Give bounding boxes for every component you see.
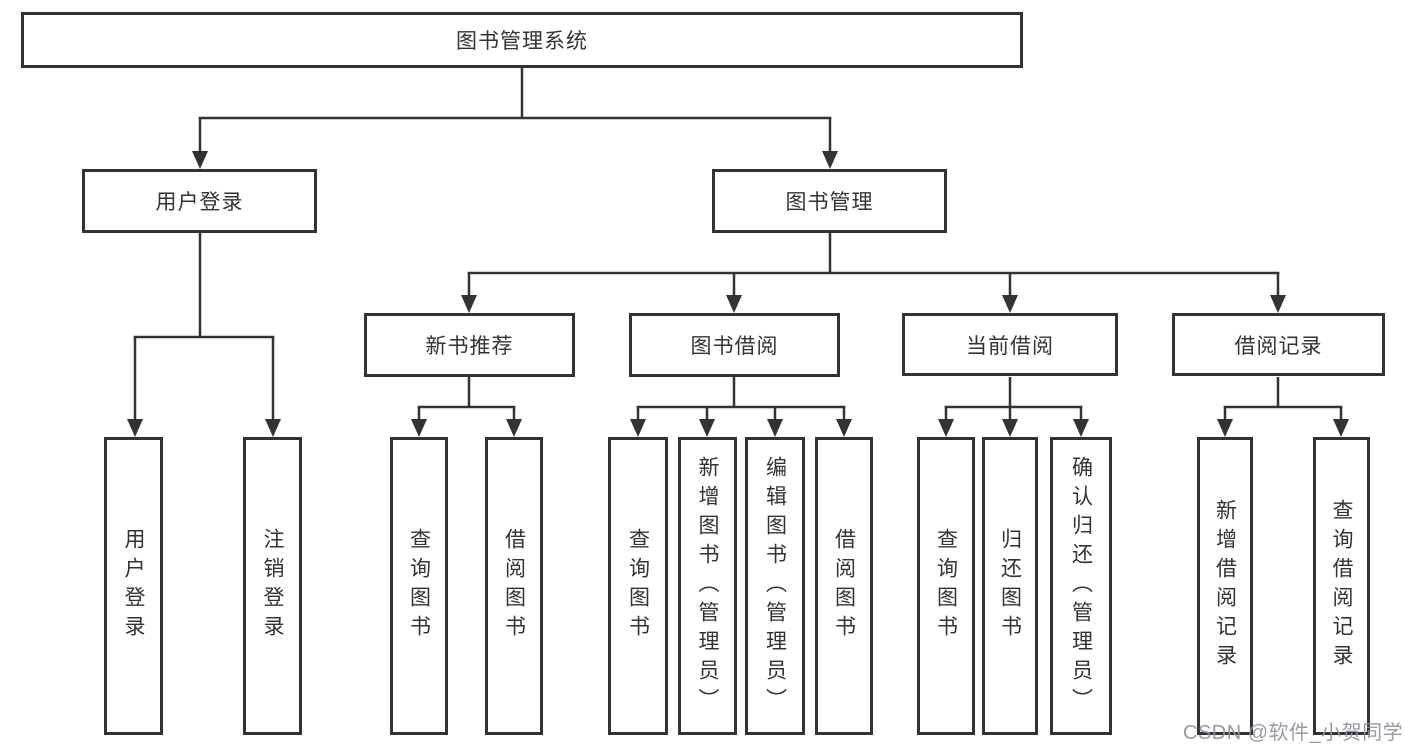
leaf-return-books: 归还图书 — [982, 437, 1038, 735]
leaf-user-login: 用户登录 — [104, 437, 163, 735]
leaf-query-borrow-record: 查询借阅记录 — [1313, 437, 1370, 735]
node-borrow-records: 借阅记录 — [1172, 313, 1385, 376]
leaf-query-books-current: 查询图书 — [917, 437, 975, 735]
leaf-add-borrow-record: 新增借阅记录 — [1197, 437, 1253, 735]
leaf-confirm-return-admin: 确认归还（管理员） — [1050, 437, 1112, 735]
leaf-query-books-borrow: 查询图书 — [608, 437, 668, 735]
leaf-edit-book-admin: 编辑图书（管理员） — [745, 437, 805, 735]
leaf-borrow-books-recommend: 借阅图书 — [485, 437, 543, 735]
leaf-add-book-admin: 新增图书（管理员） — [678, 437, 737, 735]
leaf-query-books-recommend: 查询图书 — [390, 437, 448, 735]
csdn-watermark: CSDN @软件_小贺同学 — [1183, 722, 1404, 744]
node-book-borrow: 图书借阅 — [629, 313, 840, 377]
node-user-login: 用户登录 — [82, 169, 317, 233]
node-book-management: 图书管理 — [712, 169, 947, 233]
node-library-management-system: 图书管理系统 — [21, 12, 1023, 68]
node-new-book-recommend: 新书推荐 — [364, 313, 575, 377]
node-current-borrow: 当前借阅 — [902, 313, 1118, 376]
leaf-borrow-books: 借阅图书 — [815, 437, 873, 735]
leaf-logout: 注销登录 — [243, 437, 302, 735]
